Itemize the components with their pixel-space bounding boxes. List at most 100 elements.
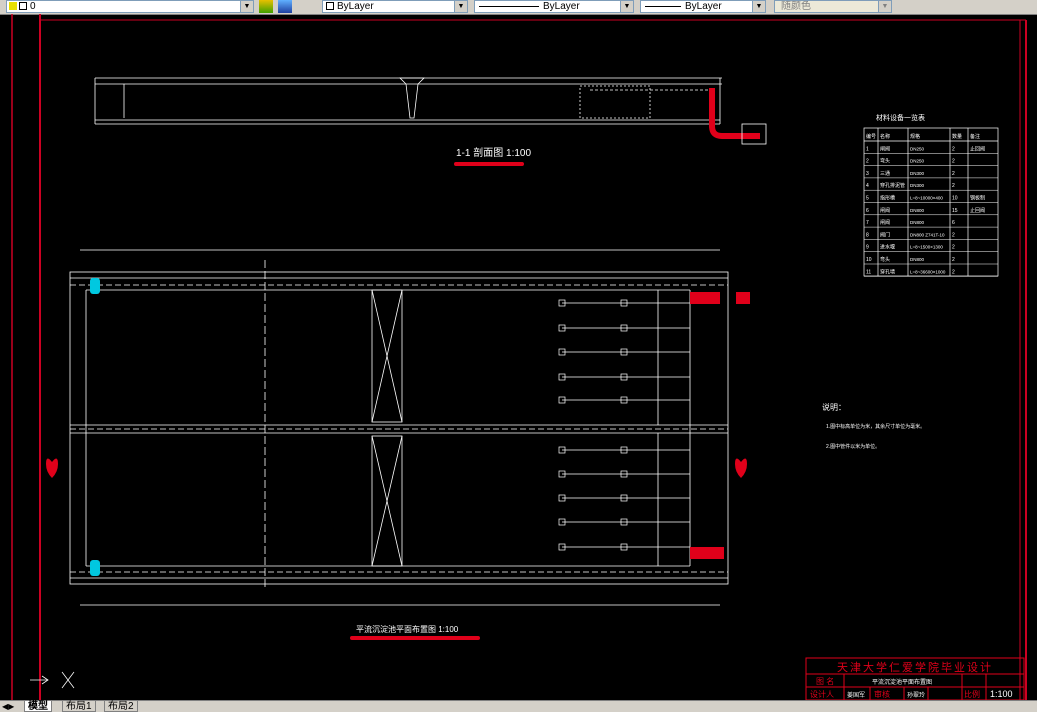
linetype-sample	[479, 6, 539, 7]
lineweight-dropdown[interactable]: ByLayer ▼	[640, 0, 766, 13]
table-cell: DN250	[910, 146, 925, 151]
section-outlet-pipe-highlight	[709, 88, 760, 139]
plan-title: 平流沉淀池平面布置图 1:100	[356, 624, 459, 634]
table-header-cell: 编号	[866, 133, 876, 140]
tab-layout1[interactable]: 布局1	[62, 701, 96, 712]
trough-valve	[620, 299, 628, 307]
lineweight-value: ByLayer	[685, 1, 722, 12]
table-cell: 钢板制	[970, 195, 985, 202]
table-cell: DN800	[910, 257, 925, 262]
table-cell: DN800	[910, 208, 925, 213]
trough-valve	[558, 348, 566, 356]
chevron-down-icon[interactable]: ▼	[620, 1, 633, 12]
table-cell: 闸阀	[880, 219, 890, 226]
lineweight-sample	[645, 6, 681, 7]
table-cell: 10	[952, 196, 958, 202]
linetype-value: ByLayer	[543, 1, 580, 12]
table-cell: 阀门	[880, 231, 890, 238]
plan-view[interactable]	[69, 249, 729, 606]
section-view[interactable]	[94, 77, 722, 125]
tab-scroll-arrows[interactable]: ◀▶	[2, 702, 15, 711]
linetype-dropdown[interactable]: ByLayer ▼	[474, 0, 634, 13]
table-cell: 穿孔墙	[880, 268, 895, 275]
chevron-down-icon[interactable]: ▼	[878, 1, 891, 12]
plan-outer-wall	[69, 271, 729, 585]
chevron-down-icon[interactable]: ▼	[240, 1, 253, 12]
layer-value: 0	[30, 1, 36, 12]
trough-valve	[558, 470, 566, 478]
trough-valve	[620, 348, 628, 356]
table-cell: 1	[866, 146, 869, 152]
baffle-wall-bottom	[371, 435, 403, 567]
table-cell: 2	[952, 171, 955, 177]
table-cell: 11	[866, 269, 871, 275]
table-cell: DN800	[910, 220, 925, 225]
table-cell: 2	[952, 183, 955, 189]
trough-valve	[558, 373, 566, 381]
material-table	[863, 127, 999, 277]
title-block-reviewer: 孙翠玲	[907, 691, 925, 699]
plot-style-value: 随颜色	[781, 1, 811, 12]
table-cell: 2	[952, 257, 955, 263]
table-cell: 2	[952, 245, 955, 251]
title-block-row1-value: 平流沉淀池平面布置图	[872, 678, 932, 686]
trough-valve	[558, 299, 566, 307]
layer-manager-icon[interactable]	[259, 0, 273, 13]
table-cell: 弯头	[880, 158, 890, 165]
table-border	[863, 127, 999, 277]
baffle-cross	[371, 435, 403, 567]
table-header-cell: 名称	[880, 133, 890, 140]
chevron-down-icon[interactable]: ▼	[752, 1, 765, 12]
layer-dropdown[interactable]: 0 ▼	[6, 0, 254, 13]
table-cell: 止回阀	[970, 207, 985, 214]
table-cell: 2	[952, 269, 955, 275]
table-cell: 指形槽	[880, 195, 895, 202]
section-weir-zone	[579, 85, 651, 119]
trough-valve	[620, 518, 628, 526]
tab-layout2[interactable]: 布局2	[104, 701, 138, 712]
table-cell: DN250	[910, 159, 925, 164]
section-valve-box	[741, 123, 767, 145]
trough-valve	[558, 518, 566, 526]
table-cell: 5	[866, 196, 869, 202]
layer-previous-icon[interactable]	[278, 0, 292, 13]
tab-model[interactable]: 模型	[24, 701, 52, 712]
title-block-row2-label: 设计人	[810, 689, 834, 699]
trough-valve	[558, 543, 566, 551]
title-block-review-label: 审核	[874, 689, 890, 699]
table-cell: L=8~1500×1300	[910, 245, 943, 250]
table-cell: 15	[952, 208, 958, 214]
trough-valve	[620, 373, 628, 381]
section-title: 1-1 剖面图 1:100	[456, 146, 531, 159]
finger-troughs	[558, 299, 690, 551]
layout-tab-bar: ◀▶ 模型 布局1 布局2	[0, 700, 1037, 712]
table-cell: 10	[866, 257, 872, 263]
color-dropdown[interactable]: ByLayer ▼	[322, 0, 468, 13]
properties-toolbar: 0 ▼ ByLayer ▼ ByLayer ▼ ByLayer ▼ 随颜色 ▼	[0, 0, 1037, 15]
table-cell: 6	[866, 208, 869, 214]
trough-valve	[558, 446, 566, 454]
title-block-designer: 姜国军	[847, 691, 865, 699]
chevron-down-icon[interactable]: ▼	[454, 1, 467, 12]
table-cell: 三通	[880, 170, 890, 177]
title-block-scale: 1:100	[990, 689, 1013, 699]
table-cell: DN800 Z741T-10	[910, 232, 945, 237]
section-baffle	[399, 77, 425, 119]
notes-item-2: 2.图中管件以米为单位。	[826, 443, 880, 450]
trough-valve	[558, 494, 566, 502]
trough-valve	[558, 324, 566, 332]
table-cell: 6	[952, 220, 955, 226]
table-cell: 9	[866, 245, 869, 251]
inlet-cyan-bottom	[90, 560, 100, 576]
outlet-pipe-top-valve	[736, 292, 750, 304]
trough-valve	[620, 324, 628, 332]
plot-style-dropdown[interactable]: 随颜色 ▼	[774, 0, 892, 13]
trough-valve	[620, 396, 628, 404]
baffle-cross	[371, 289, 403, 423]
ucs-icon	[30, 671, 75, 689]
baffle-wall-top	[371, 289, 403, 423]
marker-right	[735, 458, 747, 478]
title-block-scale-label: 比例	[964, 689, 980, 699]
